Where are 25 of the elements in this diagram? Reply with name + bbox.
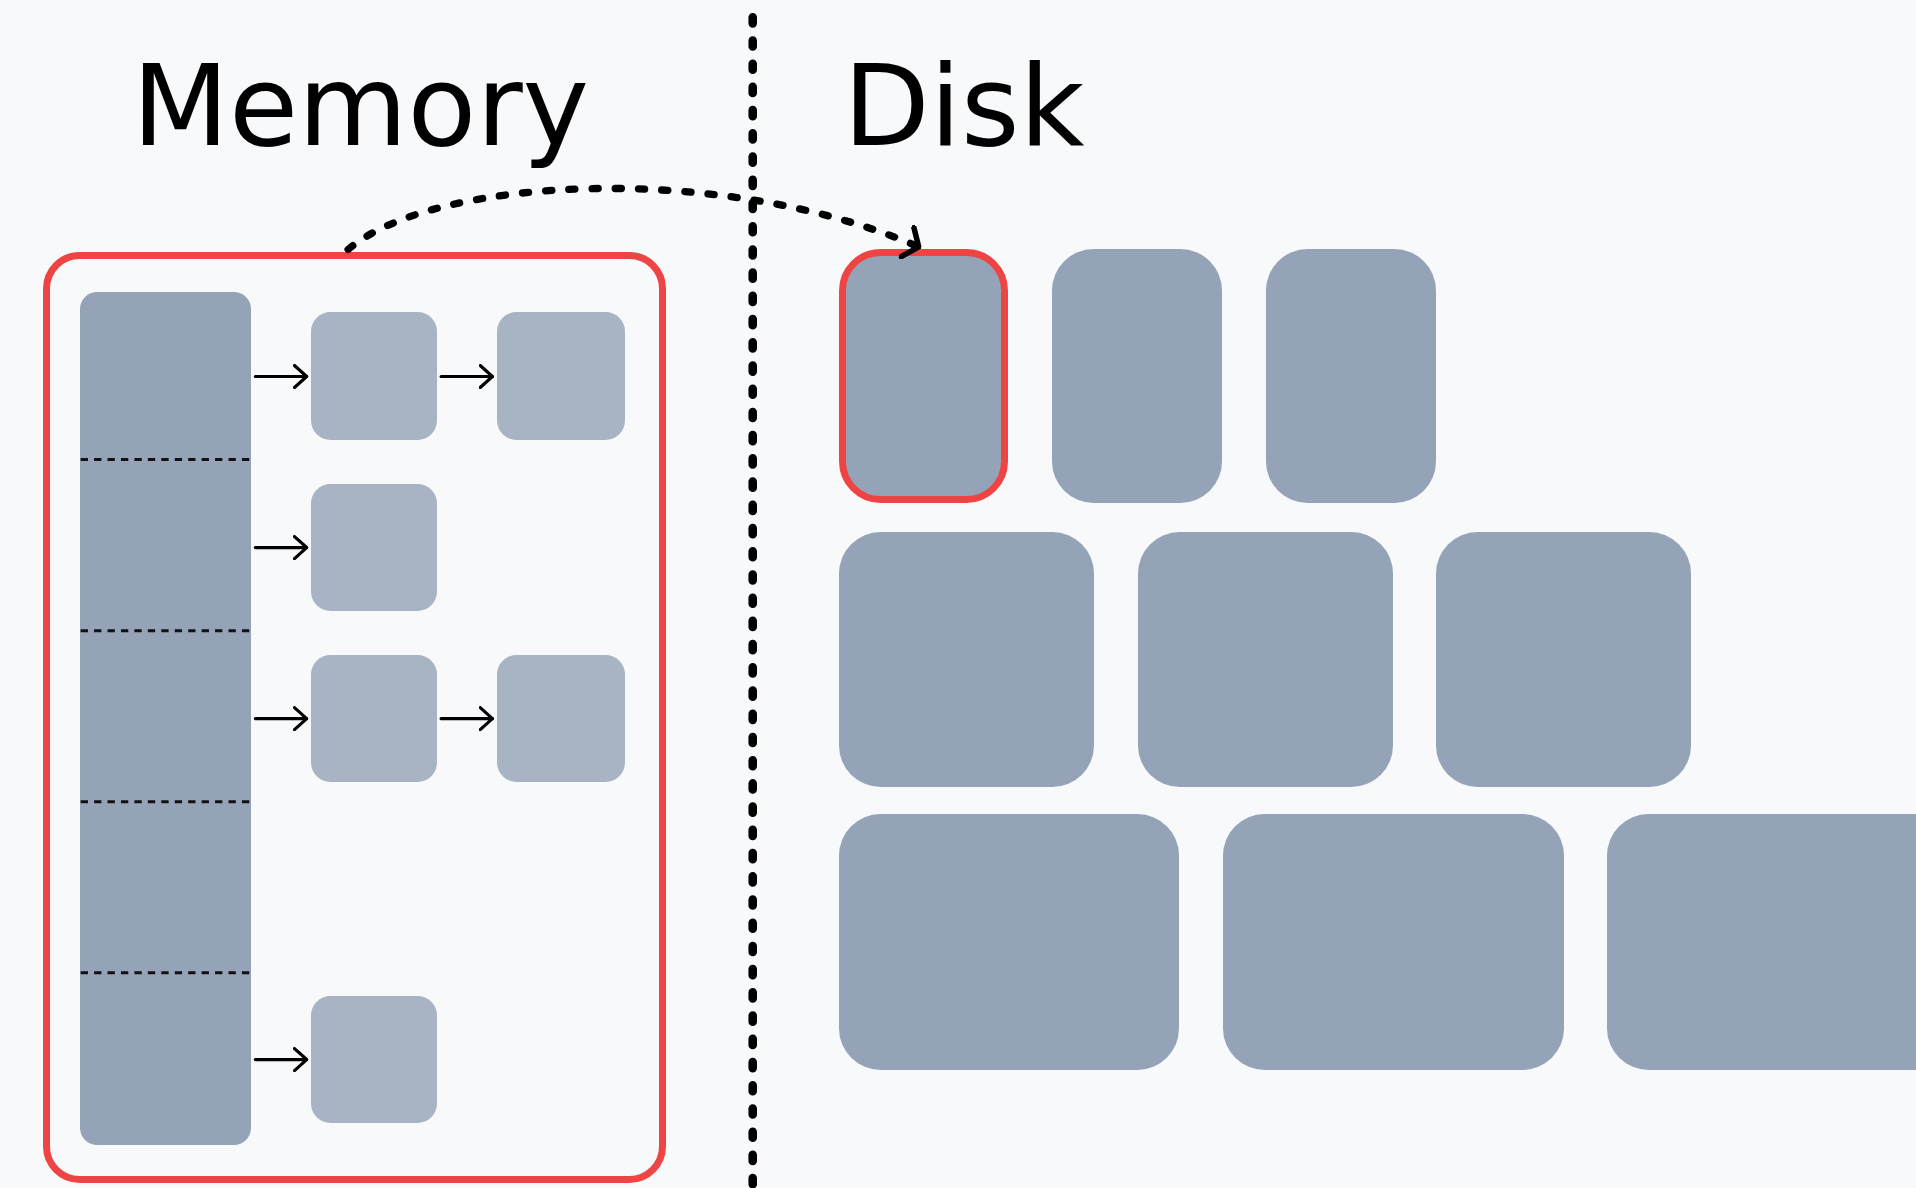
disk-block (1606, 813, 1916, 1071)
disk-block (1265, 249, 1436, 504)
list-node-box (497, 312, 626, 440)
disk-block (839, 249, 1009, 504)
arrow (253, 706, 309, 732)
disk-block (1435, 531, 1692, 787)
arrow (253, 535, 309, 561)
memory-region-box (42, 251, 666, 1183)
disk-block (839, 531, 1094, 787)
arrow (253, 1046, 309, 1073)
disk-block (1137, 531, 1393, 787)
list-node-box (311, 483, 438, 611)
arrow (253, 363, 309, 390)
hash-table-bar (80, 291, 252, 1145)
list-node-box (311, 312, 438, 440)
disk-block (1223, 813, 1565, 1071)
disk-block (1052, 249, 1222, 504)
dotted-arrow (344, 184, 923, 261)
list-node-box (497, 654, 626, 782)
section-heading: Disk (843, 51, 1085, 164)
arrow (439, 706, 495, 732)
disk-block (839, 813, 1180, 1071)
list-node-box (311, 995, 438, 1123)
list-node-box (311, 654, 438, 782)
arrow (439, 363, 495, 390)
